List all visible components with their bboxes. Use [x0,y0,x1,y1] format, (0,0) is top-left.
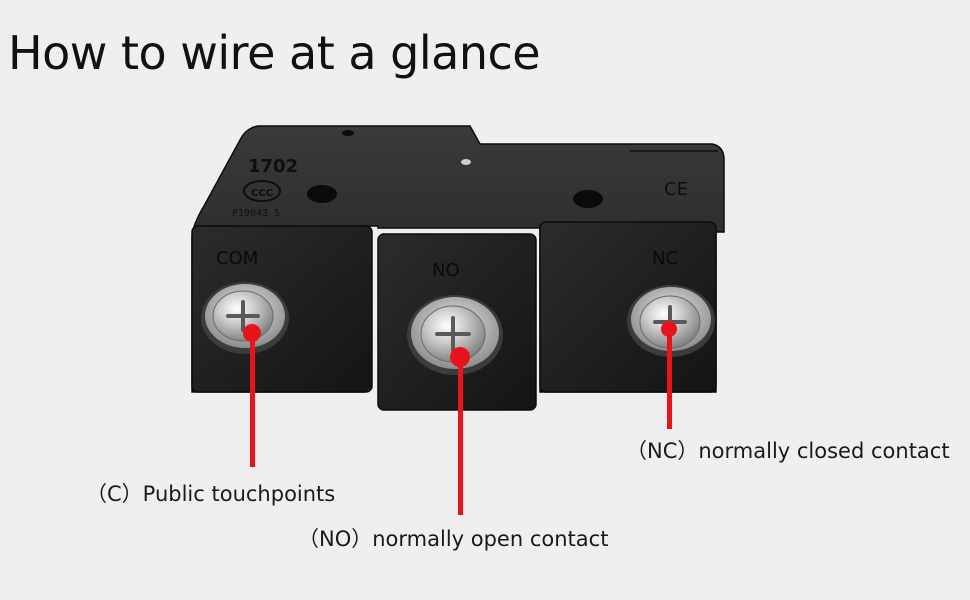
pointer-no [450,347,470,515]
callout-normally-open: （NO）normally open contact [298,527,609,551]
page-title: How to wire at a glance [8,26,541,80]
callout-normally-closed: （NC）normally closed contact [626,439,950,463]
ccc-mark-icon: CCC [243,180,281,202]
pointer-nc [661,321,677,429]
screw-com-icon [201,282,289,354]
pointer-com [243,324,261,467]
model-number: 1702 [248,156,298,177]
mounting-hole-icon [573,190,603,208]
mounting-hole-icon [307,185,337,203]
actuator-pin-icon [461,159,471,165]
ce-mark: CE [664,179,688,200]
terminal-label-no: NO [432,260,460,281]
callout-common: （C）Public touchpoints [86,482,336,506]
terminal-label-com: COM [216,248,258,269]
screw-no-icon [407,295,503,375]
svg-text:CCC: CCC [251,188,273,199]
terminal-label-nc: NC [652,248,678,269]
date-code: P19043 5 [232,208,280,219]
mounting-hole-icon [342,130,354,136]
